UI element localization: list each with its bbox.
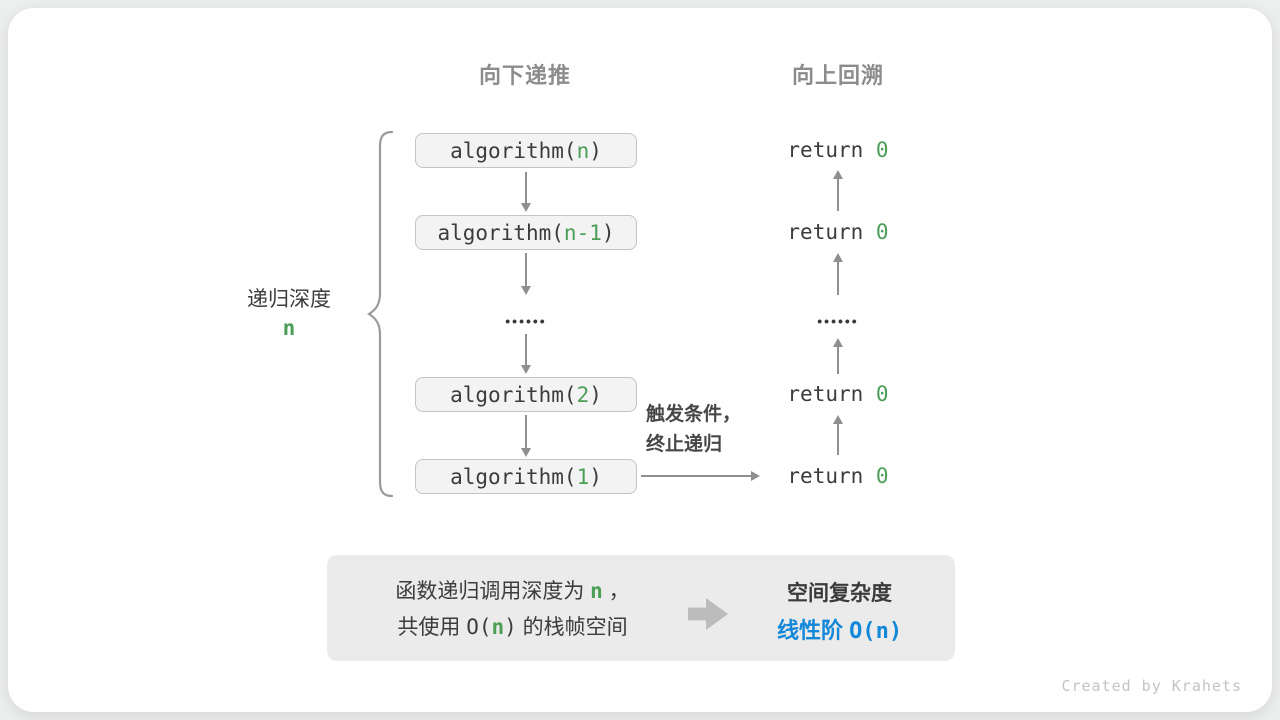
- call-box-algorithm-1: algorithm(1): [415, 459, 637, 494]
- arrow-down-icon: [520, 334, 531, 374]
- trigger-note: 触发条件， 终止递归: [646, 400, 741, 460]
- space-complexity-value: 线性阶 O(n): [737, 613, 942, 645]
- summary-text: 函数递归调用深度为: [395, 580, 591, 603]
- summary-text: 共使用: [397, 616, 467, 639]
- call-box-text: algorithm(: [450, 382, 577, 407]
- return-row: return 0: [748, 381, 928, 407]
- header-backtrack-up: 向上回溯: [791, 63, 884, 88]
- summary-var: n: [491, 615, 505, 639]
- return-text: return: [787, 464, 876, 488]
- call-box-text: algorithm(: [450, 464, 577, 489]
- call-box-text: ): [601, 220, 615, 245]
- ellipsis-left: ••••••: [505, 313, 547, 329]
- return-value: 0: [875, 464, 889, 488]
- summary-code: ): [504, 615, 517, 639]
- return-text: return: [787, 382, 876, 406]
- watermark-credit: Created by Krahets: [1061, 677, 1242, 695]
- header-recurse-down: 向下递推: [478, 63, 571, 88]
- call-box-arg: n-1: [563, 220, 602, 245]
- space-complexity-title: 空间复杂度: [787, 582, 892, 605]
- return-row: return 0: [748, 463, 928, 489]
- summary-code: O(: [466, 615, 492, 639]
- arrow-down-icon: [520, 415, 531, 457]
- ellipsis-right: ••••••: [817, 313, 859, 329]
- arrow-up-icon: [832, 415, 843, 455]
- call-box-text: algorithm(: [450, 138, 577, 163]
- call-box-text: ): [589, 464, 602, 489]
- result-code: n: [875, 619, 889, 644]
- return-row: return 0: [748, 137, 928, 163]
- arrow-up-icon: [832, 338, 843, 374]
- recursion-depth-value: n: [282, 316, 296, 340]
- arrow-down-icon: [520, 172, 531, 212]
- call-box-text: ): [589, 138, 602, 163]
- recursion-depth-label: 递归深度: [247, 288, 331, 311]
- call-box-text: algorithm(: [437, 220, 564, 245]
- arrow-right-icon: [641, 470, 760, 481]
- result-code: O(: [849, 619, 876, 644]
- call-box-text: ): [589, 382, 602, 407]
- summary-text: ，: [602, 580, 630, 603]
- call-box-arg: 1: [576, 464, 590, 489]
- return-value: 0: [875, 220, 889, 244]
- summary-line1: 函数递归调用深度为 n ，: [340, 578, 685, 605]
- call-box-algorithm-2: algorithm(2): [415, 377, 637, 412]
- summary-text: 的栈帧空间: [516, 616, 628, 639]
- return-row: return 0: [748, 219, 928, 245]
- return-value: 0: [875, 138, 889, 162]
- call-box-arg: 2: [576, 382, 590, 407]
- summary-line2: 共使用 O(n) 的栈帧空间: [340, 614, 685, 641]
- summary-var: n: [590, 579, 603, 603]
- trigger-note-line1: 触发条件，: [646, 404, 742, 425]
- result-code: ): [888, 619, 903, 644]
- call-box-algorithm-n-1: algorithm(n-1): [415, 215, 637, 250]
- result-text: 线性阶: [776, 618, 850, 643]
- return-value: 0: [875, 382, 889, 406]
- call-box-arg: n: [576, 138, 590, 163]
- call-box-algorithm-n: algorithm(n): [415, 133, 637, 168]
- arrow-down-icon: [520, 253, 531, 295]
- trigger-note-line2: 终止递归: [646, 434, 723, 455]
- summary-panel: [327, 555, 955, 661]
- arrow-up-icon: [832, 253, 843, 295]
- return-text: return: [787, 138, 876, 162]
- brace-left-icon: [366, 130, 394, 498]
- return-text: return: [787, 220, 876, 244]
- arrow-up-icon: [832, 170, 843, 211]
